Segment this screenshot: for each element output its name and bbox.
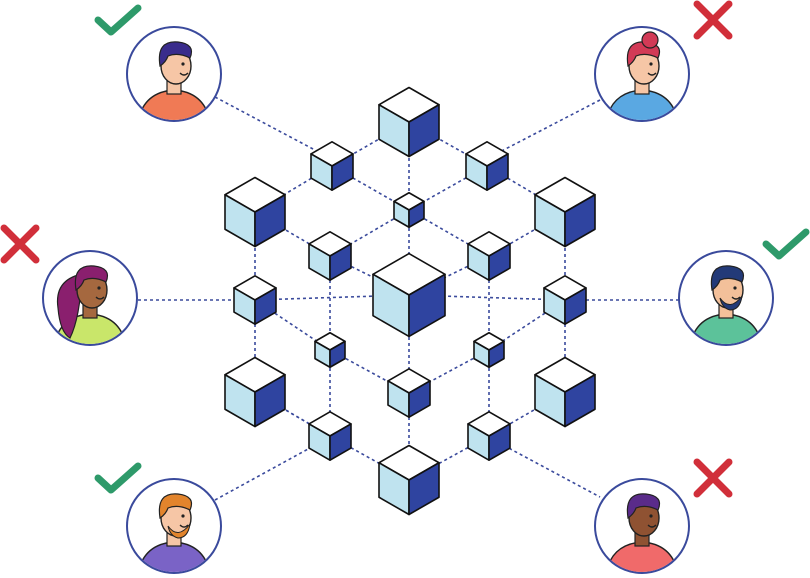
block-nodes	[224, 86, 596, 516]
avatar-portrait	[53, 265, 127, 344]
hair	[158, 493, 193, 520]
cross-icon	[693, 458, 733, 498]
block	[310, 141, 354, 191]
avatar-portrait	[605, 31, 679, 120]
participant-middle-right	[678, 228, 810, 346]
hair	[626, 493, 661, 520]
cube-right-face	[488, 340, 505, 369]
block	[467, 411, 511, 461]
cube-right-face	[254, 287, 277, 325]
cube-right-face	[408, 200, 425, 229]
cube-right-face	[564, 287, 587, 325]
cross-icon	[693, 0, 733, 40]
beard	[719, 295, 743, 311]
block-bottom	[378, 444, 440, 516]
link	[408, 294, 566, 301]
block-upper-right	[534, 176, 596, 248]
participant-bottom-right	[594, 458, 733, 574]
cube-right-face	[488, 243, 511, 281]
cube-right-face	[408, 273, 446, 338]
eye	[733, 286, 737, 290]
smile	[179, 72, 189, 76]
participant-bottom-left	[94, 462, 222, 574]
eye	[649, 62, 653, 66]
hair-bun	[641, 31, 659, 49]
beard	[167, 523, 191, 539]
block	[233, 275, 277, 325]
check-icon	[94, 4, 142, 36]
block	[467, 231, 511, 281]
cube-right-face	[408, 461, 440, 516]
block	[387, 368, 431, 418]
participant-top-right	[594, 0, 733, 122]
eye	[97, 286, 101, 290]
check-icon	[762, 228, 810, 260]
cube-right-face	[331, 153, 354, 191]
avatar-portrait	[605, 493, 679, 572]
block	[308, 411, 352, 461]
hair	[158, 41, 193, 68]
block-small	[314, 331, 346, 369]
participant-top-left	[94, 4, 222, 122]
block-lower-right	[534, 356, 596, 428]
cube-right-face	[408, 380, 431, 418]
block	[465, 141, 509, 191]
avatar-portrait	[689, 265, 763, 344]
cube-right-face	[564, 373, 596, 428]
check-icon	[94, 462, 142, 494]
eye	[181, 62, 185, 66]
block-top	[378, 86, 440, 158]
cube-right-face	[254, 373, 286, 428]
cube-right-face	[254, 193, 286, 248]
smile	[179, 524, 189, 528]
link-top-right-avatar	[489, 99, 601, 158]
cross-icon	[0, 224, 40, 264]
eye	[181, 514, 185, 518]
block-small	[393, 191, 425, 229]
hair	[74, 265, 109, 292]
cube-right-face	[488, 423, 511, 461]
smile	[95, 296, 105, 300]
link-top-left-avatar	[214, 96, 331, 159]
eye	[649, 514, 653, 518]
block	[308, 231, 352, 281]
block-upper-left	[224, 176, 286, 248]
block-small	[473, 331, 505, 369]
block-center	[372, 252, 446, 338]
avatar-portrait	[137, 41, 211, 120]
smile	[647, 72, 657, 76]
cube-right-face	[329, 423, 352, 461]
block	[543, 275, 587, 325]
smile	[647, 524, 657, 528]
hair	[710, 265, 745, 292]
cube-right-face	[564, 193, 596, 248]
cube-right-face	[408, 103, 440, 158]
cube-right-face	[329, 243, 352, 281]
cube-right-face	[486, 153, 509, 191]
block-lower-left	[224, 356, 286, 428]
cube-right-face	[329, 340, 346, 369]
smile	[731, 296, 741, 300]
participant-middle-left	[0, 224, 138, 346]
